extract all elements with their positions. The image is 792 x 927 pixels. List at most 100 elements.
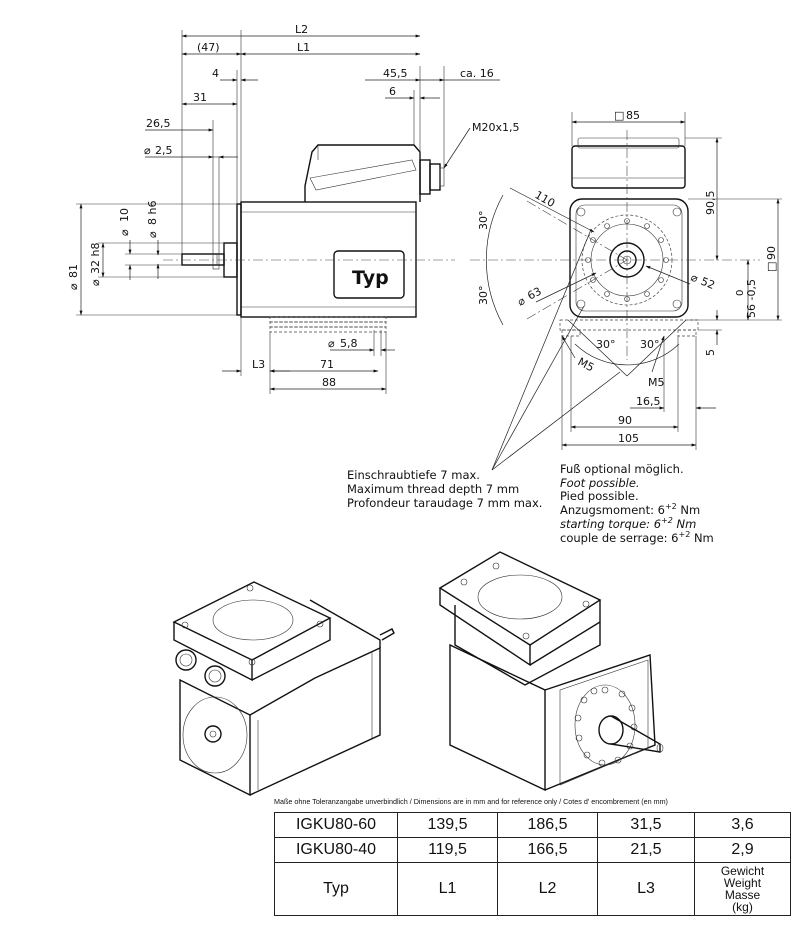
dim-4: 4 (212, 67, 219, 80)
dim-63-symbol: ⌀ (515, 294, 527, 309)
note-foot-fr: Pied possible. (560, 489, 639, 503)
terminal-box-front (571, 145, 686, 189)
table-header-type: Typ (274, 862, 398, 916)
svg-text:Anzugsmoment: 6+2 Nm: Anzugsmoment: 6+2 Nm (560, 502, 700, 517)
weight-label-unit: (kg) (732, 900, 753, 914)
table-header-row: Typ L1 L2 L3 Gewicht Weight Masse (kg) (274, 862, 791, 916)
dim-m20: M20x1,5 (472, 121, 520, 134)
table-cell-L3: 31,5 (597, 812, 695, 838)
dim-5-8: 5,8 (340, 337, 358, 350)
dim-angle-30b: 30° (477, 286, 490, 306)
dim-L2: L2 (295, 23, 308, 36)
dim-5: 5 (704, 349, 717, 356)
dim-26-5: 26,5 (146, 117, 171, 130)
note-torque-fr-unit: Nm (690, 531, 713, 545)
weight-label-en: Weight (723, 876, 762, 890)
type-plate (333, 250, 405, 299)
spec-table: IGKU80-60 139,5 186,5 31,5 3,6 IGKU80-40… (274, 812, 791, 916)
table-row: IGKU80-60 139,5 186,5 31,5 3,6 (274, 812, 791, 838)
table-cell-weight: 2,9 (694, 837, 791, 863)
front-view: 30° 30° 30° 30° 110 ⌀ 63 ⌀ 52 □ 85 90,5 … (470, 109, 782, 471)
note-foot-en: Foot possible. (560, 476, 640, 490)
dim-90: 90 (618, 414, 632, 427)
table-cell-weight: 3,6 (694, 812, 791, 838)
note-torque-fr: couple de serrage: 6 (560, 531, 679, 545)
dim-52: 52 (699, 275, 717, 292)
shaft-side (181, 253, 225, 266)
dim-6: 6 (389, 85, 396, 98)
dim-sq90: 90 (765, 246, 778, 260)
dim-8h6: 8 h6 (146, 201, 159, 225)
dim-71: 71 (320, 358, 334, 371)
side-view: Typ L2 (47) L1 4 31 26,5 ⌀ 2,5 45,5 6 (67, 23, 520, 394)
dim-85-symbol: □ (614, 109, 624, 122)
table-header-weight: Gewicht Weight Masse (kg) (694, 862, 791, 916)
note-torque-fr-tol: +2 (679, 530, 691, 539)
note-foot-de: Fuß optional möglich. (560, 462, 684, 476)
isometric-view-right (438, 551, 664, 792)
note-torque-en-tol: +2 (661, 516, 673, 525)
dim-angle-30d: 30° (640, 338, 660, 351)
table-header-L2: L2 (497, 862, 598, 916)
dim-2-5-symbol: ⌀ (144, 144, 151, 157)
dim-angle-30a: 30° (477, 211, 490, 231)
dim-16-5: 16,5 (636, 395, 661, 408)
terminal-box-side (304, 144, 421, 202)
dim-angle-30c: 30° (596, 338, 616, 351)
table-cell-type: IGKU80-40 (274, 837, 398, 863)
dim-10-symbol: ⌀ (118, 229, 131, 236)
dim-45-5: 45,5 (383, 67, 408, 80)
weight-label-fr: Masse (724, 888, 761, 902)
dim-56: 56 -0,5 (745, 279, 758, 318)
dim-L1: L1 (297, 41, 310, 54)
note-thread-fr: Profondeur taraudage 7 mm max. (347, 496, 542, 510)
table-cell-L1: 139,5 (397, 812, 498, 838)
dim-63: 63 (525, 285, 543, 303)
note-torque-en: starting torque: 6 (560, 517, 661, 531)
dim-52-symbol: ⌀ (689, 271, 700, 286)
dim-32h8: 32 h8 (89, 243, 102, 274)
note-torque-en-unit: Nm (673, 517, 696, 531)
dim-8h6-symbol: ⌀ (146, 231, 159, 238)
cable-gland (419, 159, 431, 195)
dim-M5b: M5 (648, 376, 665, 389)
shaft-key (212, 156, 220, 270)
table-cell-L2: 166,5 (497, 837, 598, 863)
dim-31: 31 (193, 91, 207, 104)
note-thread-en: Maximum thread depth 7 mm (347, 482, 519, 496)
table-header-L1: L1 (397, 862, 498, 916)
svg-text:starting torque: 6+2 Nm: starting torque: 6+2 Nm (560, 516, 696, 531)
note-thread-de: Einschraubtiefe 7 max. (347, 468, 480, 482)
dim-85: 85 (626, 109, 640, 122)
dim-105: 105 (618, 432, 639, 445)
dim-90-5: 90,5 (704, 191, 717, 216)
weight-label-de: Gewicht (720, 864, 765, 878)
note-torque-de-tol: +2 (665, 502, 677, 511)
dim-10: 10 (118, 208, 131, 222)
notes: Einschraubtiefe 7 max. Maximum thread de… (347, 462, 714, 545)
dim-2-5: 2,5 (155, 144, 173, 157)
housing-front (569, 198, 689, 318)
table-cell-L2: 186,5 (497, 812, 598, 838)
dim-ca16: ca. 16 (460, 67, 494, 80)
dim-32h8-symbol: ⌀ (89, 279, 102, 286)
table-cell-type: IGKU80-60 (274, 812, 398, 838)
dim-88: 88 (322, 376, 336, 389)
dim-L3: L3 (252, 358, 265, 371)
table-cell-L3: 21,5 (597, 837, 695, 863)
dim-5-8-symbol: ⌀ (328, 337, 335, 350)
disclaimer: Maße ohne Toleranzangabe unverbindlich /… (274, 797, 668, 806)
table-row: IGKU80-40 119,5 166,5 21,5 2,9 (274, 837, 791, 863)
dim-47: (47) (197, 41, 220, 54)
table-cell-L1: 119,5 (397, 837, 498, 863)
dim-sq90-symbol: □ (765, 262, 778, 272)
isometric-view-left (172, 581, 395, 797)
note-torque-de: Anzugsmoment: 6 (560, 503, 665, 517)
dim-81: 81 (67, 264, 80, 278)
type-plate-label: Typ (352, 267, 389, 289)
dim-110: 110 (533, 188, 558, 210)
note-torque-de-unit: Nm (677, 503, 700, 517)
svg-text:couple de serrage: 6+2 Nm: couple de serrage: 6+2 Nm (560, 530, 714, 545)
dim-0: 0 (735, 290, 746, 296)
